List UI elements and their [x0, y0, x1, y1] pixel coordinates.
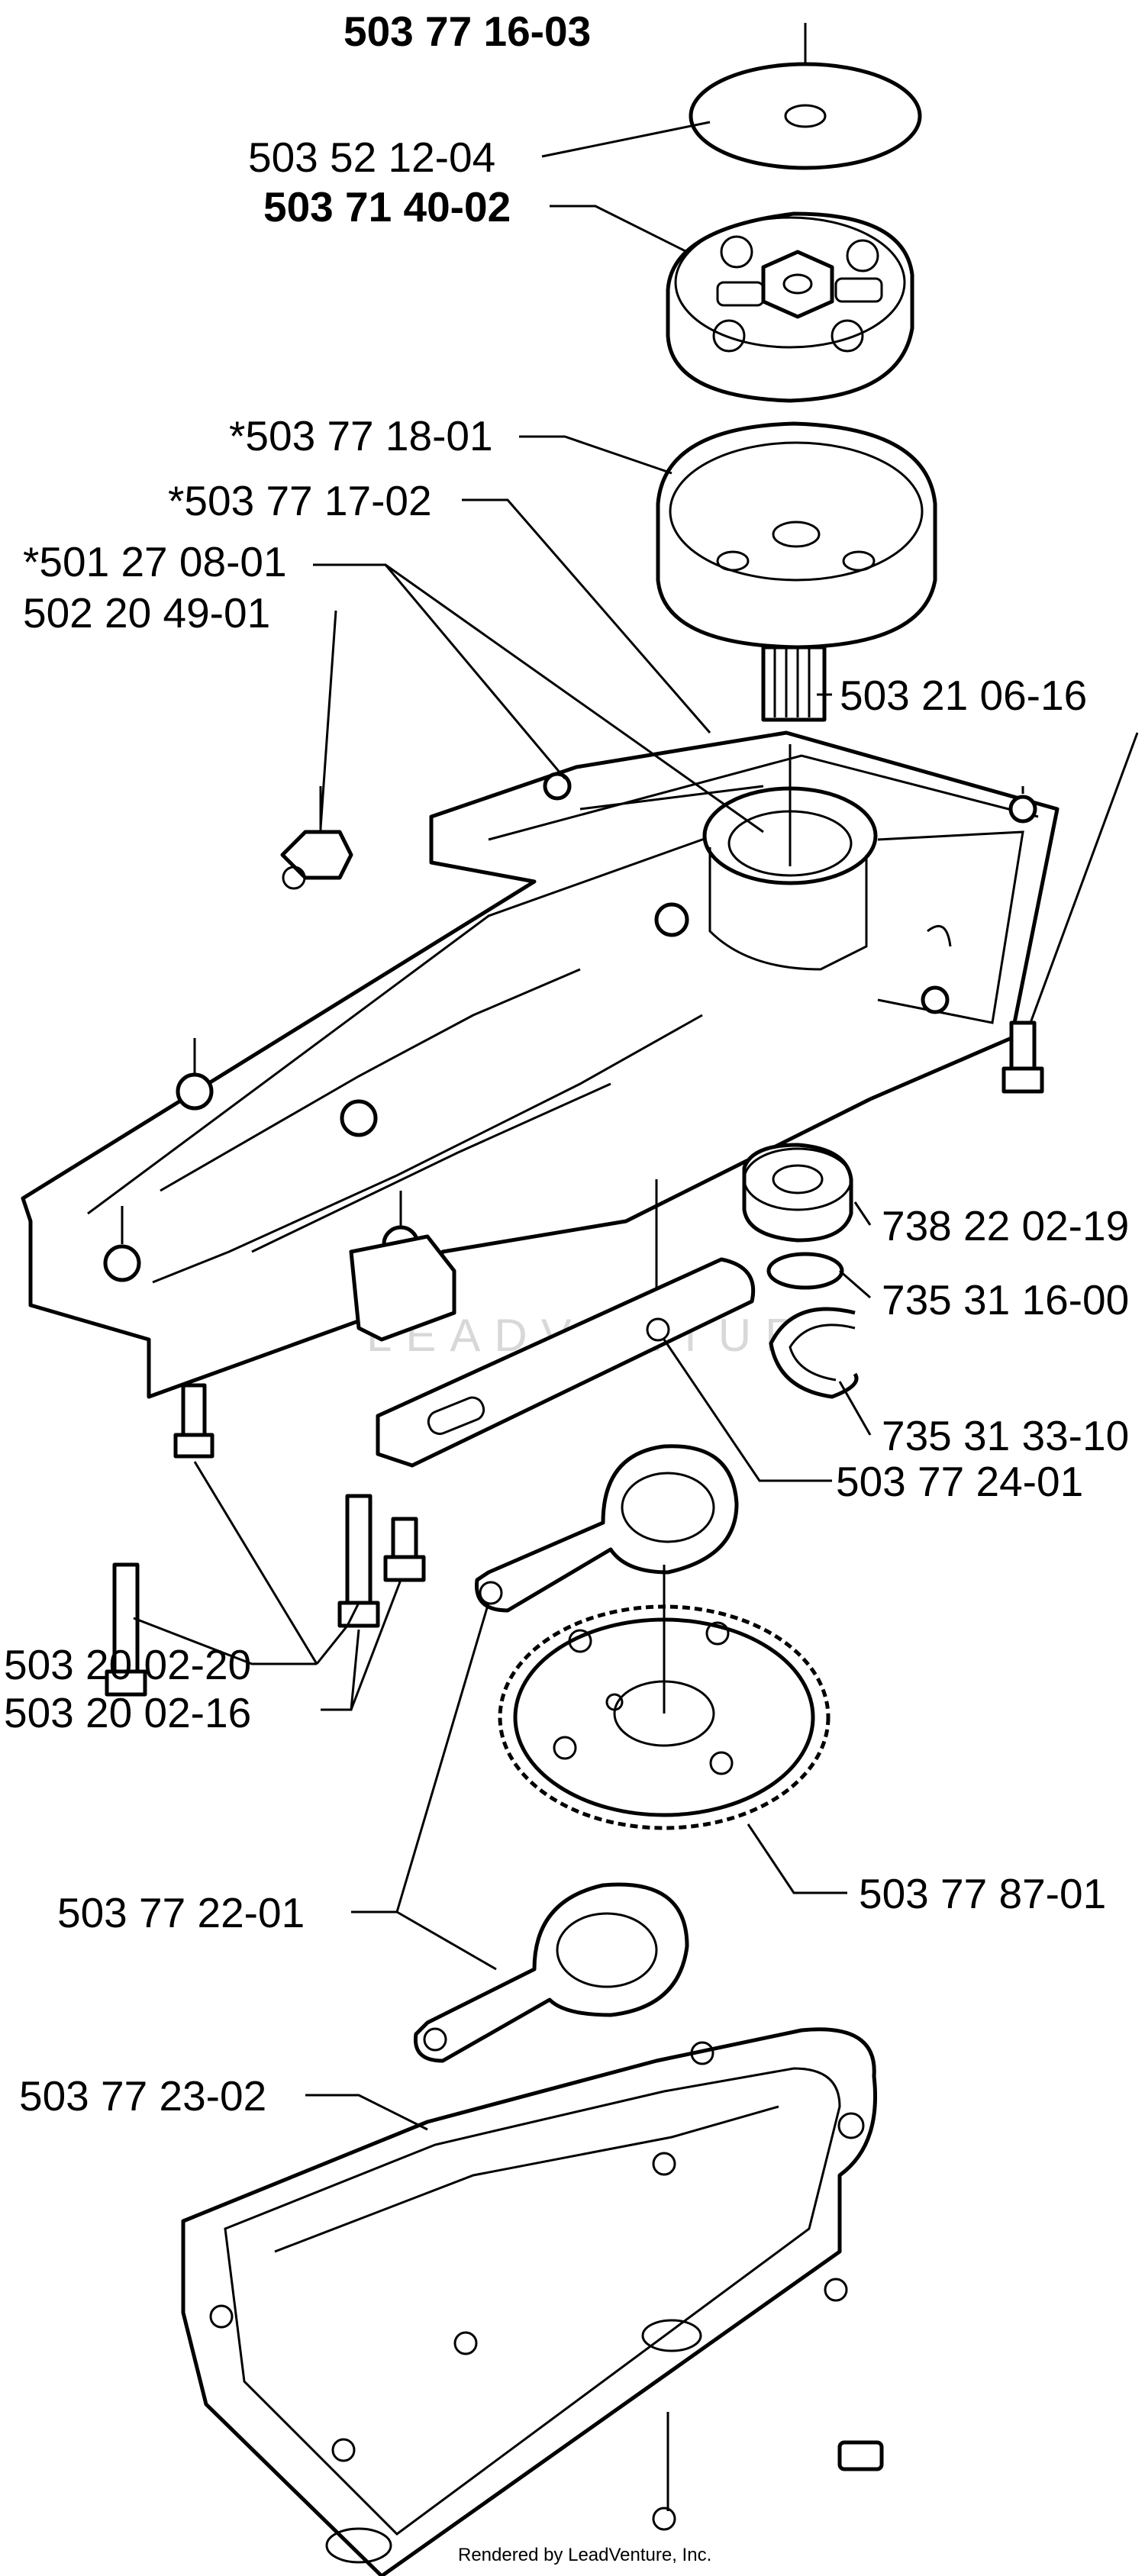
bearing-drawing — [742, 1143, 859, 1399]
housing-drawing — [21, 730, 1060, 1399]
gear-drawing — [498, 1565, 831, 1830]
nut-drawing — [280, 786, 353, 890]
drum-drawing — [656, 421, 937, 722]
label-washer: 503 52 12-04 — [248, 134, 495, 181]
label-plate: 503 77 24-01 — [836, 1458, 1083, 1505]
footer-credit: Rendered by LeadVenture, Inc. — [458, 2545, 711, 2565]
label-gasket: 503 77 23-02 — [19, 2072, 266, 2120]
plate-drawing — [376, 1257, 756, 1468]
label-nut: 502 20 49-01 — [23, 589, 270, 637]
clutch-drawing — [666, 211, 914, 403]
label-housing: *503 77 17-02 — [168, 477, 432, 524]
label-clutch: 503 71 40-02 — [263, 183, 511, 231]
label-needle-bearing: *501 27 08-01 — [23, 538, 287, 585]
levers-drawing — [413, 1444, 739, 2063]
gasket-drawing — [181, 2027, 878, 2576]
washer-drawing — [689, 23, 922, 170]
leader-lines — [133, 121, 1139, 2131]
label-shaft-screw: 503 21 06-16 — [840, 672, 1087, 719]
label-kit: 503 77 16-03 — [344, 8, 591, 55]
label-drum: *503 77 18-01 — [229, 412, 493, 459]
screws-drawing — [105, 1020, 1044, 2471]
label-lever: 503 77 22-01 — [57, 1889, 305, 1936]
label-snap-ring: 735 31 16-00 — [882, 1276, 1129, 1323]
label-circlip: 735 31 33-10 — [882, 1412, 1129, 1459]
label-gear: 503 77 87-01 — [859, 1870, 1106, 1917]
label-bearing: 738 22 02-19 — [882, 1202, 1129, 1249]
label-screw-long: 503 20 02-20 — [4, 1641, 251, 1688]
label-screw-short: 503 20 02-16 — [4, 1689, 251, 1736]
